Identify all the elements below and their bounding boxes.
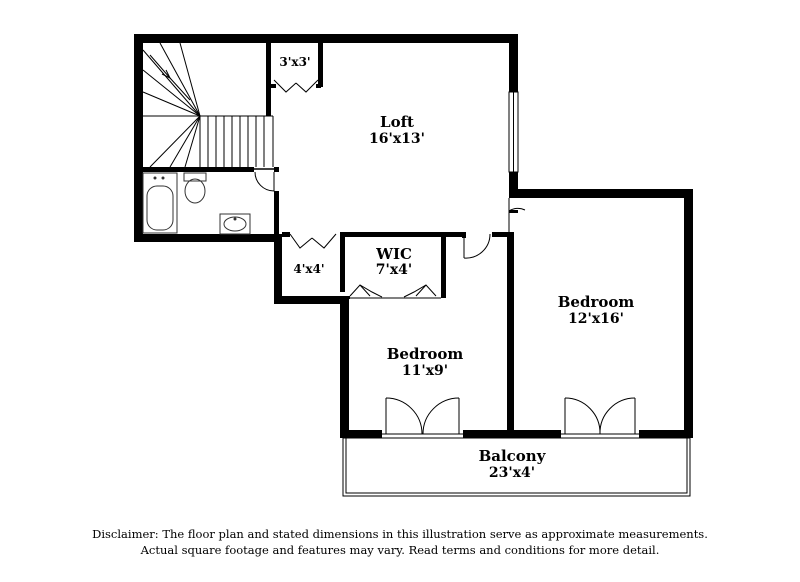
interior-walls (134, 43, 514, 299)
loft-dimensions: 16'x13' (369, 131, 425, 147)
wic-doors (349, 284, 441, 299)
closet-3x3-dimensions: 3'x3' (279, 55, 310, 69)
closet-4x4-dimensions: 4'x4' (293, 262, 324, 276)
sink (219, 213, 251, 235)
closet-4x4-doors (289, 233, 337, 249)
balcony-railing (342, 437, 691, 497)
disclaimer-line-2: Actual square footage and features may v… (140, 543, 660, 557)
closet-3x3-doors (271, 79, 321, 93)
staircase (142, 42, 274, 168)
exterior-walls (134, 34, 693, 438)
toilet (183, 172, 207, 204)
left-balcony-doors (382, 397, 463, 435)
bedroom-right-dimensions: 12'x16' (568, 311, 624, 327)
loft-door (462, 232, 491, 259)
loft-window (508, 91, 519, 173)
disclaimer-line-1: Disclaimer: The floor plan and stated di… (92, 527, 708, 541)
bedroom-left-dimensions: 11'x9' (402, 363, 448, 379)
right-bedroom-door (508, 198, 526, 232)
balcony-name: Balcony (479, 447, 547, 465)
bathtub (142, 172, 178, 234)
bathroom-door (251, 167, 279, 192)
loft-name: Loft (380, 113, 414, 131)
wic-dimensions: 7'x4' (376, 262, 412, 278)
right-balcony-doors (561, 397, 639, 435)
wic-name: WIC (375, 245, 412, 263)
bedroom-right-name: Bedroom (558, 293, 635, 311)
balcony-dimensions: 23'x4' (489, 465, 535, 481)
bedroom-left-name: Bedroom (387, 345, 464, 363)
